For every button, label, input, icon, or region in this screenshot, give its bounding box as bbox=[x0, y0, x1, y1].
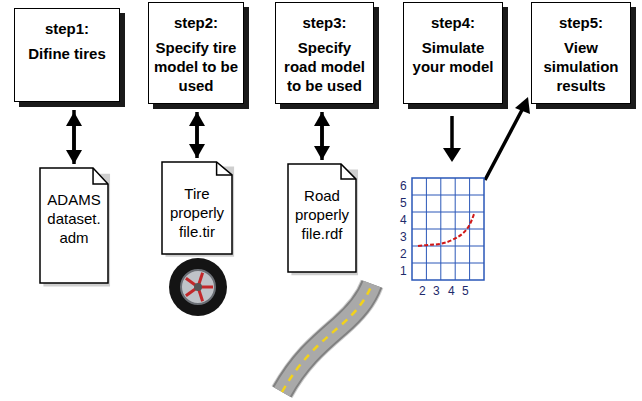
step-box: step4: Simulate your model bbox=[403, 2, 503, 104]
step-number: step1: bbox=[45, 19, 89, 38]
axis-number: 2 bbox=[400, 248, 407, 261]
step-text: Simulate your model bbox=[408, 38, 498, 76]
step-box: step2: Specify tire model to be used bbox=[148, 2, 244, 104]
flow-arrow bbox=[314, 112, 330, 160]
step-text: ADAMS dataset. adm bbox=[45, 190, 103, 247]
tire-illustration bbox=[169, 258, 227, 316]
axis-number: 4 bbox=[400, 214, 407, 227]
axis-number: 2 bbox=[419, 285, 426, 298]
flow-arrow bbox=[485, 97, 530, 180]
step-text: View simulation results bbox=[536, 38, 626, 95]
file-document: Road properly file.rdf bbox=[288, 164, 356, 272]
step-box: step1: Difine tires bbox=[14, 8, 120, 102]
file-document: ADAMS dataset. adm bbox=[40, 168, 108, 283]
flow-arrow bbox=[66, 110, 82, 164]
step-number: step3: bbox=[302, 13, 346, 32]
axis-number: 5 bbox=[462, 285, 469, 298]
flow-arrow bbox=[66, 112, 82, 164]
step-text: Difine tires bbox=[28, 44, 106, 63]
road-illustration bbox=[282, 284, 372, 392]
step-number: step5: bbox=[559, 13, 603, 32]
axis-number: 3 bbox=[433, 285, 440, 298]
step-box: step5: View simulation results bbox=[531, 2, 631, 104]
axis-number: 6 bbox=[400, 180, 407, 193]
flow-arrow bbox=[314, 112, 330, 160]
step-number: step2: bbox=[174, 13, 218, 32]
result-chart bbox=[412, 178, 484, 280]
step-text: Tire properly file.tir bbox=[167, 184, 227, 241]
file-document: Tire properly file.tir bbox=[162, 162, 232, 254]
flow-arrow bbox=[443, 116, 461, 162]
step-text: Road properly file.rdf bbox=[293, 186, 351, 243]
axis-number: 5 bbox=[400, 197, 407, 210]
axis-number: 1 bbox=[400, 265, 407, 278]
axis-number: 4 bbox=[448, 285, 455, 298]
step-text: Specify tire model to be used bbox=[153, 38, 239, 95]
step-number: step4: bbox=[431, 13, 475, 32]
flow-arrow bbox=[189, 112, 205, 158]
step-text: Specify road model to be used bbox=[280, 38, 369, 95]
step-box: step3: Specify road model to be used bbox=[275, 2, 374, 104]
flow-arrow bbox=[189, 112, 205, 158]
axis-number: 3 bbox=[400, 231, 407, 244]
